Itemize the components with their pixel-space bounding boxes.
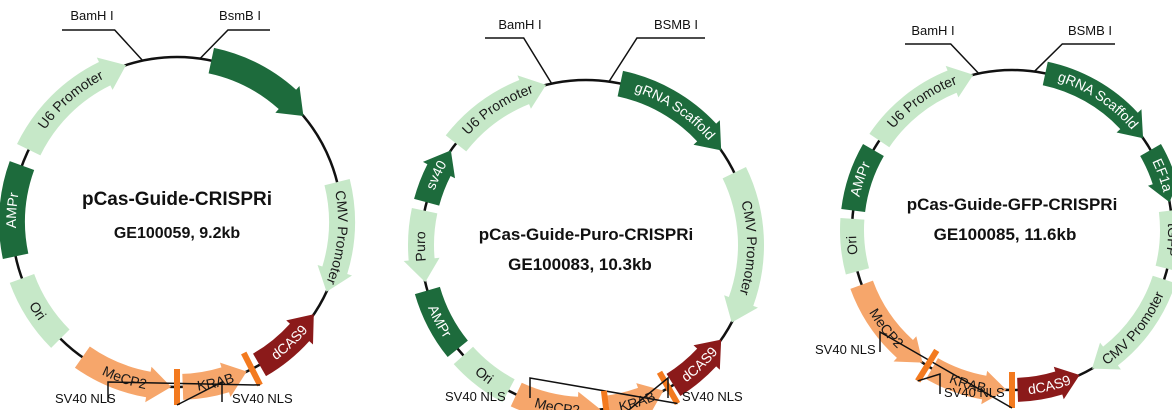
nls-leader-1-2 <box>176 380 223 406</box>
nls-leader-3-1 <box>879 330 1013 409</box>
feature-label-2-1: gRNA Scaffold <box>633 79 719 143</box>
nls-bar-3-2 <box>915 348 940 383</box>
nls-label-1a: SV40 NLS <box>55 391 116 406</box>
feature-krab-1 <box>182 362 247 400</box>
feature-label-2-8: Puro <box>412 231 429 263</box>
feature-u6-promoter-1 <box>17 57 127 156</box>
feature-label-3-8: Ori <box>843 235 861 255</box>
feature-ampr-3 <box>841 144 884 212</box>
site-label-bsmbi-2: BSMB I <box>654 17 698 32</box>
feature-dcas9-1 <box>253 314 314 377</box>
feature-puro-2 <box>403 207 440 283</box>
plasmid-name-1: pCas-Guide-CRISPRi <box>82 189 272 210</box>
feature-label-3-1: gRNA Scaffold <box>1056 68 1142 132</box>
feature-dcas9-2 <box>666 339 722 396</box>
nls-label-3a: SV40 NLS <box>815 342 876 357</box>
site-marker-2-1 <box>485 37 553 84</box>
nls-leader-2-2 <box>627 376 669 410</box>
site-marker-3-1 <box>905 43 980 75</box>
plasmid-id-size-2: GE100083, 10.3kb <box>508 255 652 274</box>
feature-mecp2-2 <box>510 382 601 410</box>
plasmid-id-size-1: GE100059, 9.2kb <box>114 225 241 242</box>
feature-u6-promoter-2 <box>445 75 547 152</box>
plasmid-map-3: gRNA ScaffoldEF1atGFPCMV PromoterdCAS9KR… <box>815 23 1172 409</box>
nls-bar-1-1 <box>241 351 263 387</box>
nls-label-2b: SV40 NLS <box>682 389 743 404</box>
site-marker-2-2 <box>608 37 705 83</box>
nls-leader-1-1 <box>107 381 261 402</box>
feature-tgfp-3 <box>1155 210 1172 270</box>
site-label-bsmbi-1: BsmB I <box>219 8 261 23</box>
site-label-bamhi-3: BamH I <box>911 23 954 38</box>
plasmid-name-3: pCas-Guide-GFP-CRISPRi <box>907 195 1118 214</box>
feature-sv40-2 <box>414 150 456 206</box>
feature-ef1a-3 <box>1140 144 1172 203</box>
nls-bar-2-2 <box>600 390 610 410</box>
site-label-bamhi-1: BamH I <box>70 8 113 23</box>
feature-label-1-7: AMPr <box>3 191 22 228</box>
feature-cmv-promoter-1 <box>317 178 356 292</box>
feature-label-2-10: U6 Promoter <box>459 80 536 137</box>
feature-ampr-2 <box>414 286 468 358</box>
feature-ori-3 <box>840 218 870 275</box>
feature-cmv-promoter-2 <box>722 166 764 323</box>
nls-leader-3-2 <box>917 372 941 394</box>
plasmid-id-size-3: GE100085, 11.6kb <box>934 225 1077 244</box>
feature-label-3-4: CMV Promoter <box>1099 289 1167 368</box>
site-marker-1-2 <box>199 29 270 60</box>
nls-leader-2-1 <box>529 377 678 405</box>
feature-ori-1 <box>9 273 70 348</box>
site-marker-3-2 <box>1033 43 1115 73</box>
feature-u6-promoter-3 <box>869 65 974 148</box>
nls-label-1b: SV40 NLS <box>232 391 293 406</box>
site-marker-1-1 <box>62 29 144 62</box>
feature-label-1-8: U6 Promoter <box>34 67 106 132</box>
feature-mecp2-3 <box>850 280 923 363</box>
feature-ori-2 <box>453 346 515 403</box>
site-label-bamhi-2: BamH I <box>498 17 541 32</box>
feature-grna-scaffold-2 <box>617 70 722 151</box>
site-label-bsmbi-3: BSMB I <box>1068 23 1112 38</box>
feature-label-3-3: tGFP <box>1163 223 1172 258</box>
feature-grna-scaffold-1 <box>208 47 304 116</box>
feature-label-3-10: U6 Promoter <box>884 72 959 131</box>
nls-label-2a: SV40 NLS <box>445 389 506 404</box>
feature-dcas9-3 <box>1017 366 1080 402</box>
nls-label-3b: SV40 NLS <box>944 385 1005 400</box>
plasmid-name-2: pCas-Guide-Puro-CRISPRi <box>479 225 693 244</box>
feature-grna-scaffold-3 <box>1042 61 1144 139</box>
feature-label-1-1: gRNA Scaffold <box>0 0 45 3</box>
feature-ampr-1 <box>0 161 35 260</box>
feature-cmv-promoter-3 <box>1092 275 1172 370</box>
feature-mecp2-1 <box>74 346 172 403</box>
